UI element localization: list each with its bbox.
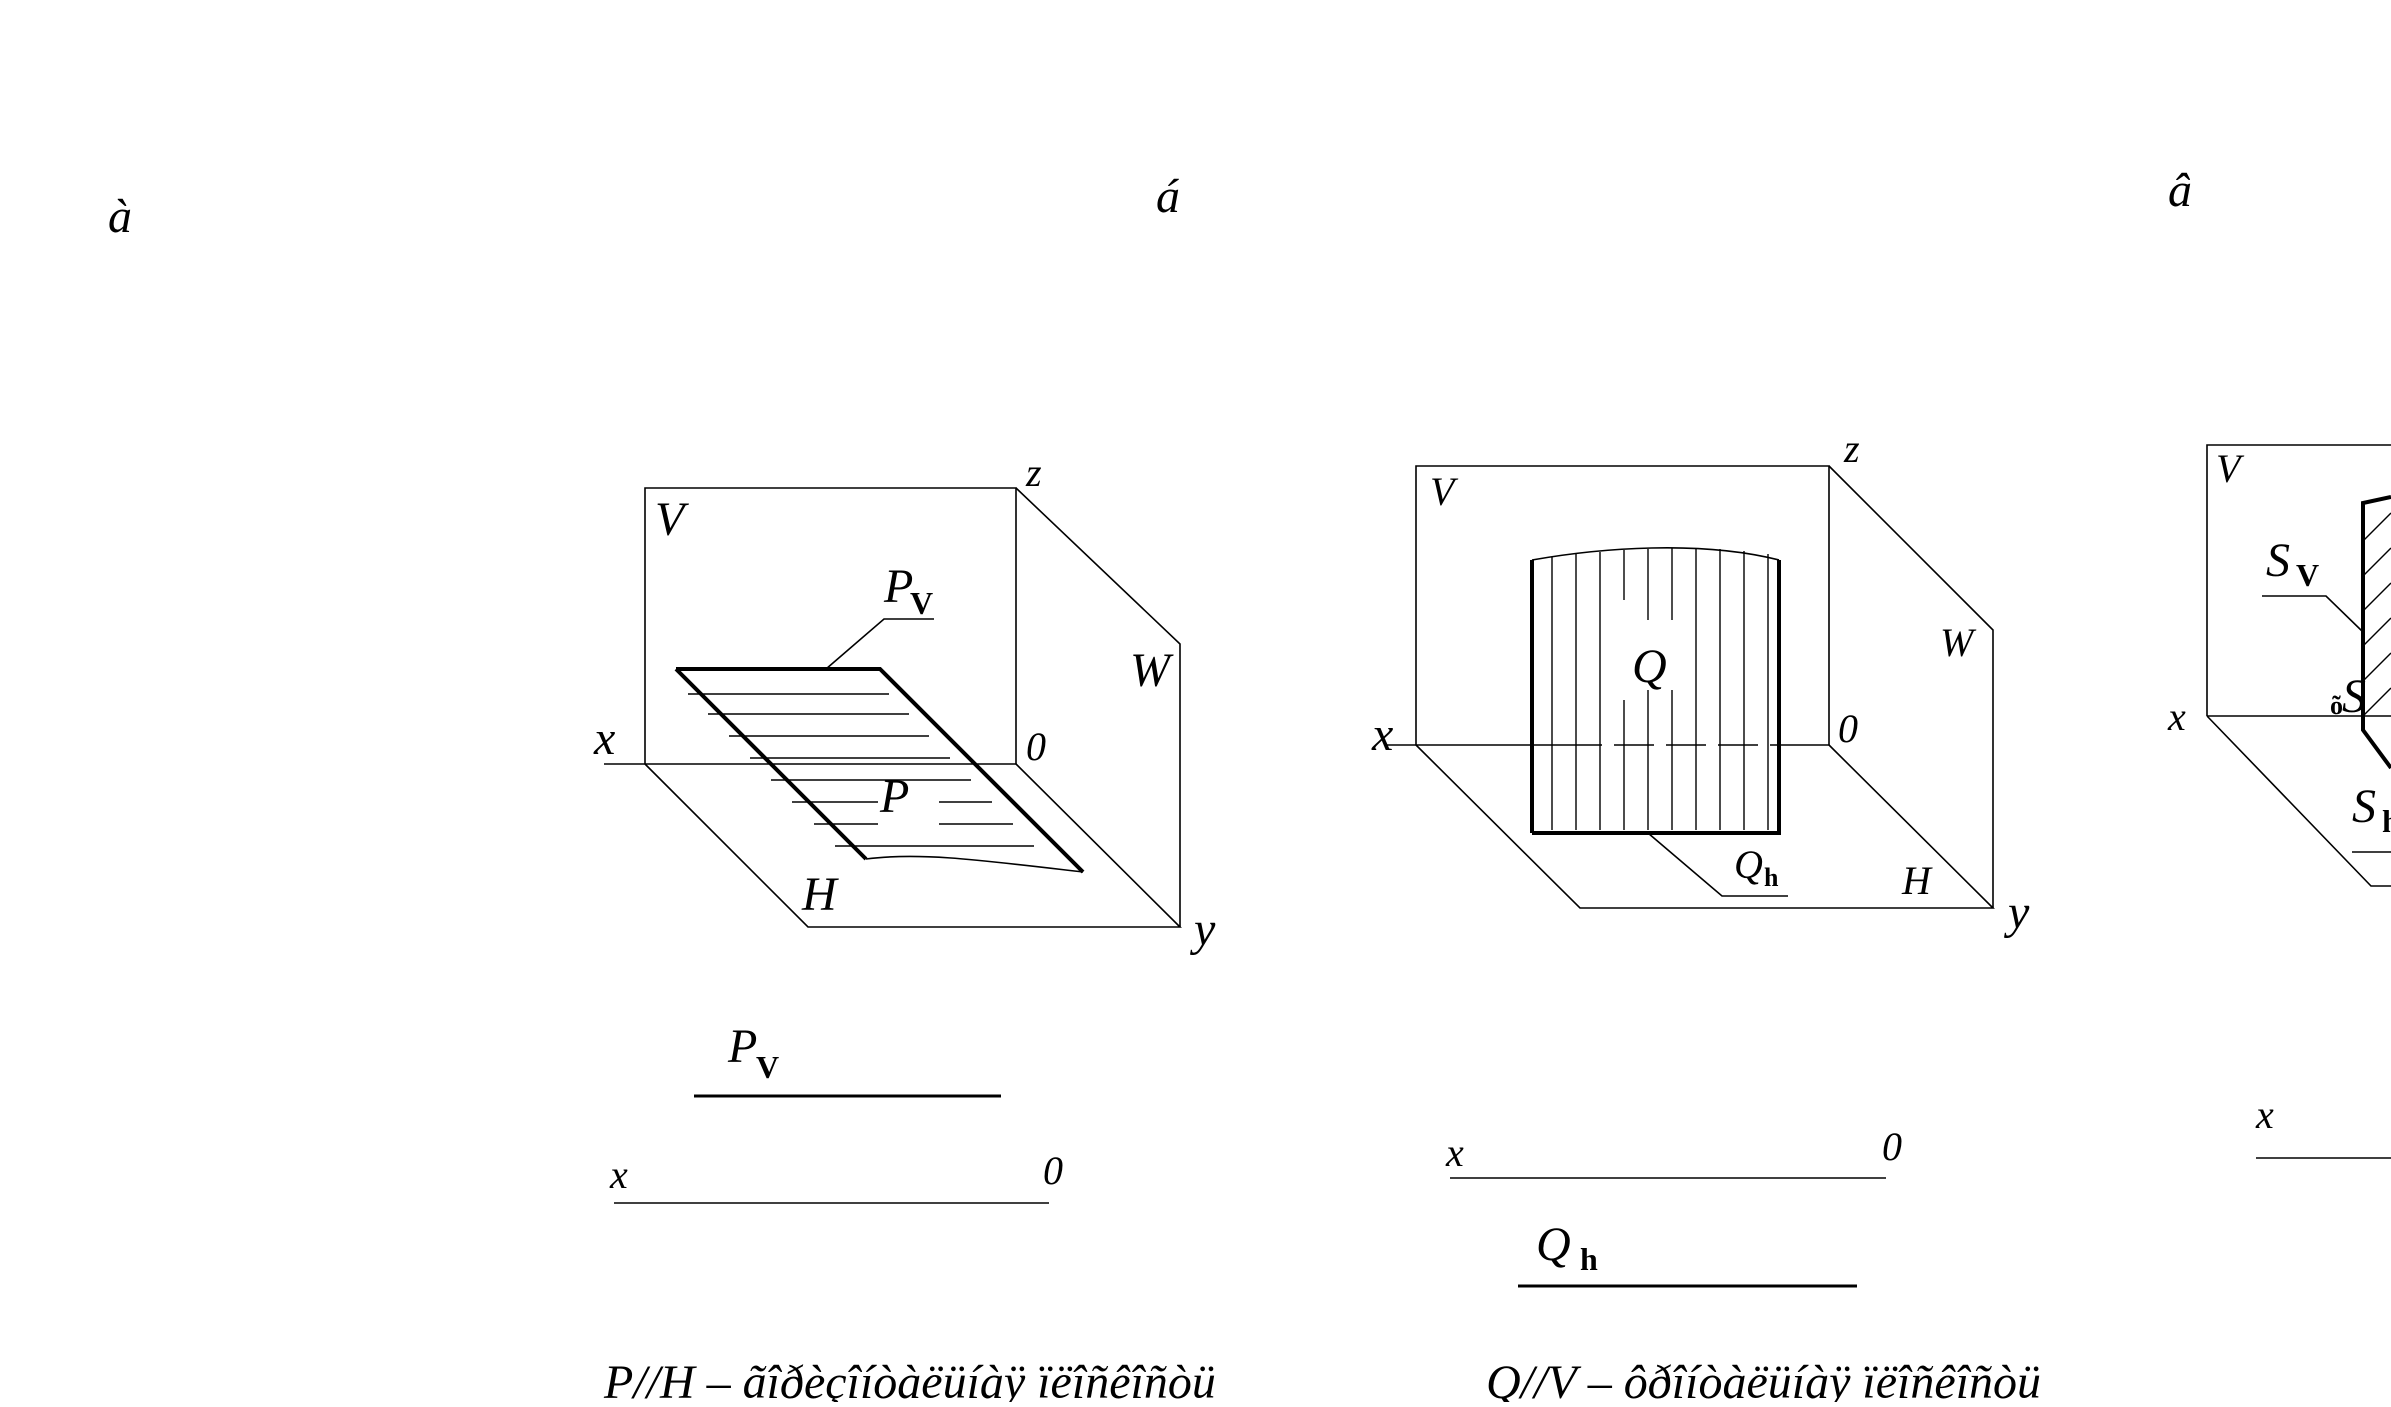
fig3-label-v: V: [2216, 446, 2245, 491]
fig3-label-trace-h-sub: h: [2382, 803, 2391, 839]
fig2-label-trace: Q: [1734, 842, 1763, 887]
fig1-label-plane: P: [879, 770, 909, 823]
fig2-trace-leader: [1647, 832, 1788, 897]
fig1-v-plane: [644, 487, 1017, 764]
fig3-label-trace-v: S: [2266, 534, 2290, 587]
fig1-label-v: V: [655, 493, 689, 546]
fig3-trace-v-leader: [2262, 595, 2364, 633]
fig2-plane-hatch: [1551, 548, 1769, 830]
fig1-h-plane: [644, 763, 1182, 928]
fig2-label-x: x: [1371, 708, 1393, 761]
fig1-proj-trace: P: [727, 1020, 757, 1073]
fig2-proj-trace-sub: h: [1580, 1241, 1598, 1277]
panel-letter-a: à: [108, 190, 132, 243]
fig1-label-o: 0: [1026, 724, 1046, 769]
fig2-label-v: V: [1430, 469, 1459, 514]
panel-letter-b: á: [1156, 170, 1180, 223]
fig2-plane-break: [1531, 547, 1780, 561]
fig1-label-w: W: [1130, 644, 1174, 697]
fig2-label-w: W: [1940, 620, 1977, 665]
fig3-v-plane: [2206, 444, 2391, 716]
figure-1: V z W x 0 P H y P V P V x 0 P//H – ãîðèç…: [593, 450, 1216, 1407]
fig2-label-plane: Q: [1632, 640, 1667, 693]
fig1-proj-x: x: [609, 1152, 628, 1197]
fig2-caption: Q//V – ôðîíòàëüíàÿ ïëîñêîñòü: [1486, 1356, 2041, 1402]
fig2-w-plane: [1828, 465, 1994, 908]
fig1-plane-edge-left: [674, 667, 868, 861]
fig3-label-trace-h: S: [2352, 780, 2376, 833]
fig1-label-trace-sub: V: [910, 585, 933, 621]
fig2-v-plane: [1415, 465, 1830, 745]
fig3-label-trace-v-sub: V: [2296, 557, 2319, 593]
fig1-proj-o: 0: [1043, 1148, 1063, 1193]
fig1-caption: P//H – ãîðèçîíòàëüíàÿ ïëîñêîñòü: [603, 1356, 1216, 1402]
fig1-label-h: H: [801, 868, 839, 921]
fig2-plane-outline: [1530, 560, 1781, 835]
fig1-label-y: y: [1189, 903, 1216, 956]
fig1-label-trace: P: [883, 560, 913, 613]
fig1-label-x: x: [593, 712, 615, 765]
fig1-plane-edge-far: [676, 667, 1085, 874]
fig2-label-z: z: [1843, 426, 1860, 471]
fig3-label-trace-x-sub: õ: [2330, 691, 2343, 720]
fig1-label-z: z: [1025, 450, 1042, 495]
fig2-h-plane: [1415, 744, 1995, 909]
fig2-proj-x: x: [1445, 1130, 1464, 1175]
fig1-w-plane: [1015, 487, 1181, 927]
figure-2: V z W x 0 Q Q h H y x 0 Q h Q//V – ôðîíò…: [1371, 426, 2041, 1407]
fig2-label-h: H: [1901, 858, 1933, 903]
fig2-label-trace-sub: h: [1764, 863, 1779, 892]
fig1-trace-leader: [825, 618, 934, 670]
fig2-label-y: y: [2003, 886, 2030, 939]
panel-letter-c: â: [2168, 164, 2192, 217]
fig1-proj-trace-sub: V: [756, 1049, 779, 1085]
fig3-label-x: x: [2167, 694, 2186, 739]
fig3-plane-outline: [2361, 495, 2391, 770]
fig2-proj-trace: Q: [1536, 1218, 1571, 1271]
fig3-plane-hatch: [2363, 512, 2391, 716]
fig2-proj-o: 0: [1882, 1124, 1902, 1169]
fig3-h-plane: [2206, 715, 2391, 887]
fig3-proj-x: x: [2255, 1092, 2274, 1137]
fig1-plane-hatch: [688, 693, 1034, 847]
fig2-label-o: 0: [1838, 706, 1858, 751]
fig1-plane-break: [865, 855, 1084, 873]
fig3-label-trace-x: S: [2342, 670, 2366, 723]
figure-3: V S V x S õ S h x: [2167, 444, 2391, 1159]
